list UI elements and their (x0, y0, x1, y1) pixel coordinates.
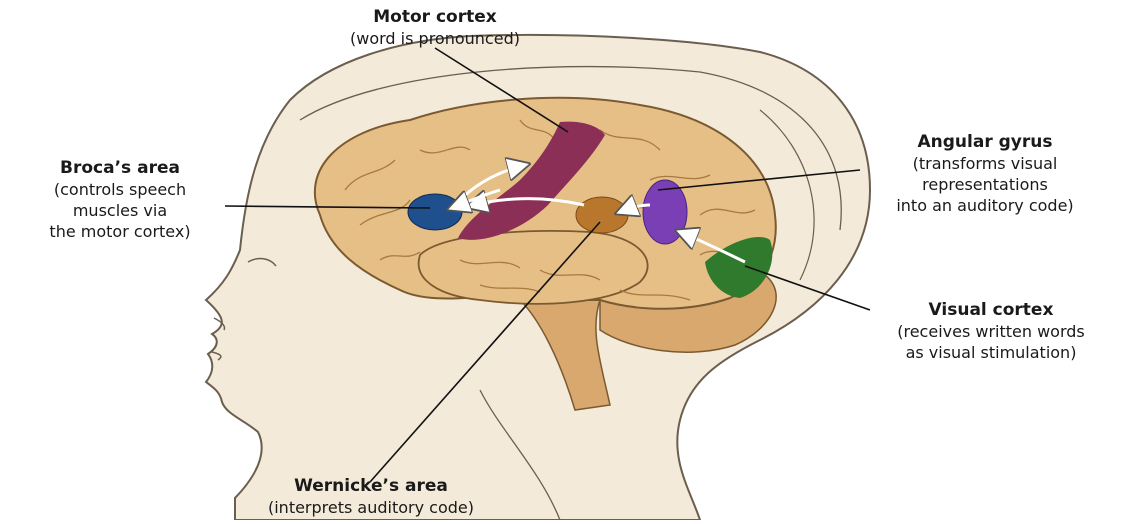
motor-cortex-label: Motor cortex (word is pronounced) (320, 7, 550, 49)
angular-gyrus-desc-3: into an auditory code) (840, 195, 1130, 216)
brocas-area-region (408, 194, 462, 230)
angular-gyrus-title: Angular gyrus (840, 132, 1130, 153)
angular-gyrus-label: Angular gyrus (transforms visual represe… (840, 132, 1130, 216)
visual-cortex-desc-1: (receives written words (848, 321, 1134, 342)
brocas-area-label: Broca’s area (controls speech muscles vi… (2, 158, 238, 242)
brocas-area-title: Broca’s area (2, 158, 238, 179)
temporal-lobe (419, 231, 648, 304)
brocas-area-desc-1: (controls speech (2, 179, 238, 200)
motor-cortex-desc: (word is pronounced) (320, 28, 550, 49)
visual-cortex-title: Visual cortex (848, 300, 1134, 321)
angular-gyrus-desc-2: representations (840, 174, 1130, 195)
visual-cortex-desc-2: as visual stimulation) (848, 342, 1134, 363)
motor-cortex-title: Motor cortex (320, 7, 550, 28)
wernickes-area-region (576, 197, 628, 233)
brocas-area-desc-2: muscles via (2, 200, 238, 221)
angular-gyrus-desc-1: (transforms visual (840, 153, 1130, 174)
wernickes-area-title: Wernicke’s area (226, 476, 516, 497)
brocas-area-desc-3: the motor cortex) (2, 221, 238, 242)
wernickes-area-desc: (interprets auditory code) (226, 497, 516, 518)
visual-cortex-label: Visual cortex (receives written words as… (848, 300, 1134, 363)
wernickes-area-label: Wernicke’s area (interprets auditory cod… (226, 476, 516, 518)
